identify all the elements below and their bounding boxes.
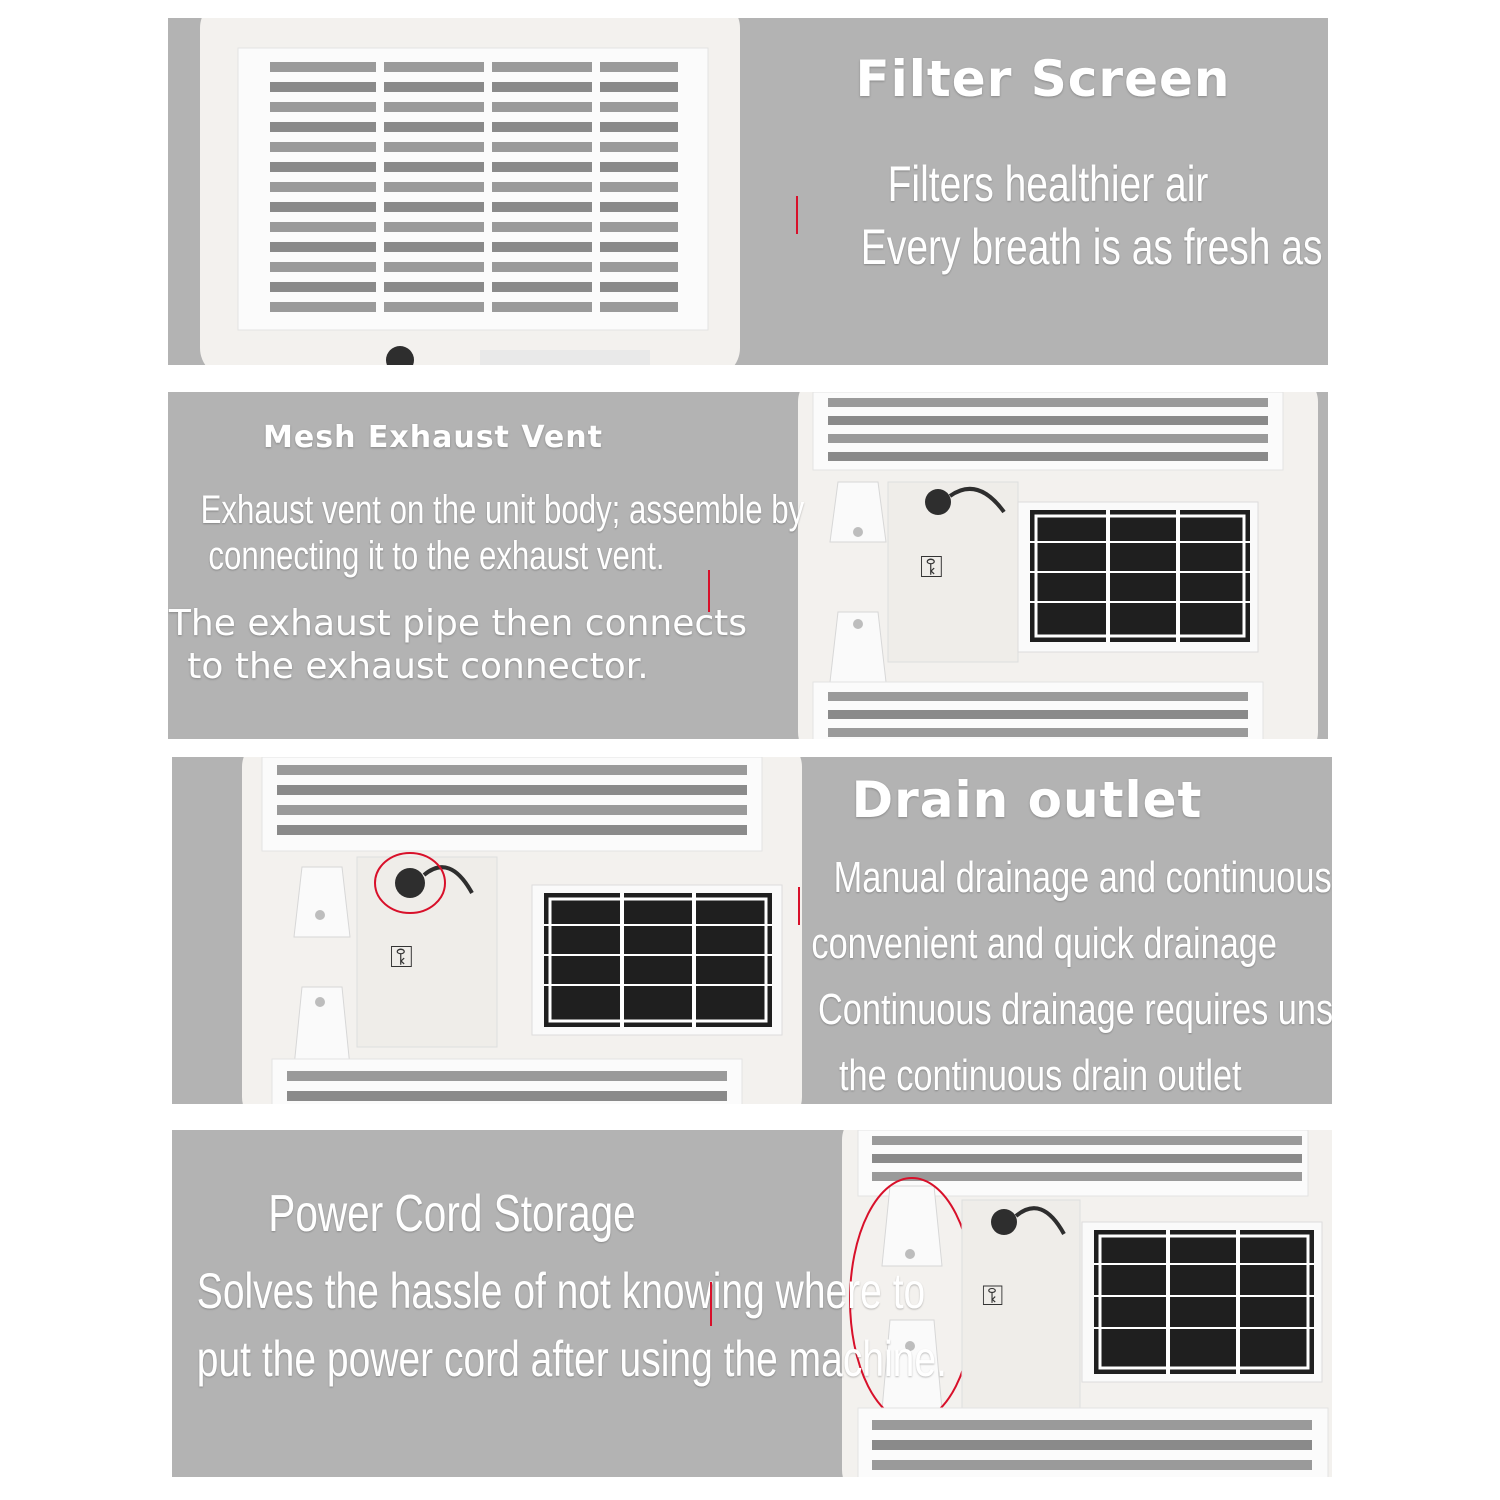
text-cursor-marker (708, 570, 710, 612)
mesh-exhaust-vent-description-b: The exhaust pipe then connects to the ex… (168, 602, 748, 688)
power-cord-storage-photo: ⚿ (842, 1130, 1332, 1477)
drain-outlet-highlight-circle (374, 852, 446, 914)
power-cord-storage-line-2: put the power cord after using the machi… (196, 1330, 947, 1387)
power-cord-storage-heading: Power Cord Storage (268, 1185, 636, 1243)
panel-drain-outlet: ⚿ Drain outlet Manual drainage and conti… (172, 757, 1332, 1104)
lock-symbol-icon: ⚿ (982, 1279, 1003, 1312)
upper-grille (261, 757, 763, 852)
mesh-exhaust-vent-line-1: Exhaust vent on the unit body; assemble … (200, 488, 805, 532)
text-cursor-marker (710, 1282, 712, 1326)
mesh-exhaust-vent-line-4: to the exhaust connector. (187, 646, 649, 688)
lock-symbol-icon: ⚿ (390, 940, 413, 975)
text-cursor-marker (796, 196, 798, 234)
drain-plug-icon (925, 489, 951, 515)
filter-screen-heading: Filter Screen (855, 50, 1231, 108)
lower-grille (857, 1407, 1329, 1477)
drain-plug-icon (386, 346, 414, 365)
exhaust-vent-grille (1030, 510, 1250, 642)
panel-mesh-exhaust-vent: ⚿ Mesh Exhaust Vent Exhaust vent on the … (168, 392, 1328, 739)
drain-outlet-line-1: Manual drainage and continuous drainage, (833, 853, 1332, 902)
mesh-exhaust-vent-line-2: connecting it to the exhaust vent. (208, 534, 665, 578)
drain-outlet-line-3: Continuous drainage requires unscrewing (818, 985, 1332, 1034)
filter-grille (270, 58, 678, 320)
filter-screen-line-1: Filters healthier air (887, 156, 1209, 212)
filter-screen-line-2: Every breath is as fresh as nature's (860, 218, 1328, 275)
drain-outlet-line-4: the continuous drain outlet (838, 1051, 1242, 1100)
exhaust-vent-photo: ⚿ (798, 392, 1318, 739)
drain-plug-icon (991, 1209, 1017, 1235)
upper-grille (812, 392, 1284, 471)
drain-outlet-photo: ⚿ (242, 757, 802, 1104)
drain-plug-icon (395, 868, 425, 898)
cord-hook-upper (293, 866, 351, 938)
mesh-exhaust-vent-heading: Mesh Exhaust Vent (263, 420, 603, 455)
exhaust-vent-grille (1094, 1230, 1314, 1374)
power-cord-storage-description: Solves the hassle of not knowing where t… (196, 1258, 947, 1393)
cord-hook-upper (829, 481, 887, 543)
lower-grille (271, 1058, 743, 1104)
panel-power-cord-storage: ⚿ Power Cord Storage Solves the hassle o… (172, 1130, 1332, 1477)
drain-outlet-line-2: convenient and quick drainage (811, 919, 1277, 968)
exhaust-vent-grille (544, 893, 772, 1027)
mesh-exhaust-vent-description-a: Exhaust vent on the unit body; assemble … (200, 487, 805, 579)
panel-filter-screen: Filter Screen Filters healthier air Ever… (168, 18, 1328, 365)
filter-screen-description: Filters healthier air Every breath is as… (830, 153, 1328, 278)
drain-outlet-heading: Drain outlet (851, 771, 1203, 829)
filter-screen-photo (200, 18, 740, 365)
lock-symbol-icon: ⚿ (920, 550, 943, 585)
cord-hook-upper (881, 1185, 943, 1267)
drain-outlet-description: Manual drainage and continuous drainage,… (802, 845, 1332, 1104)
lower-grille (812, 681, 1264, 739)
mesh-exhaust-vent-line-3: The exhaust pipe then connects (168, 603, 748, 644)
power-cord-storage-line-1: Solves the hassle of not knowing where t… (196, 1263, 926, 1319)
text-cursor-marker (798, 887, 800, 925)
